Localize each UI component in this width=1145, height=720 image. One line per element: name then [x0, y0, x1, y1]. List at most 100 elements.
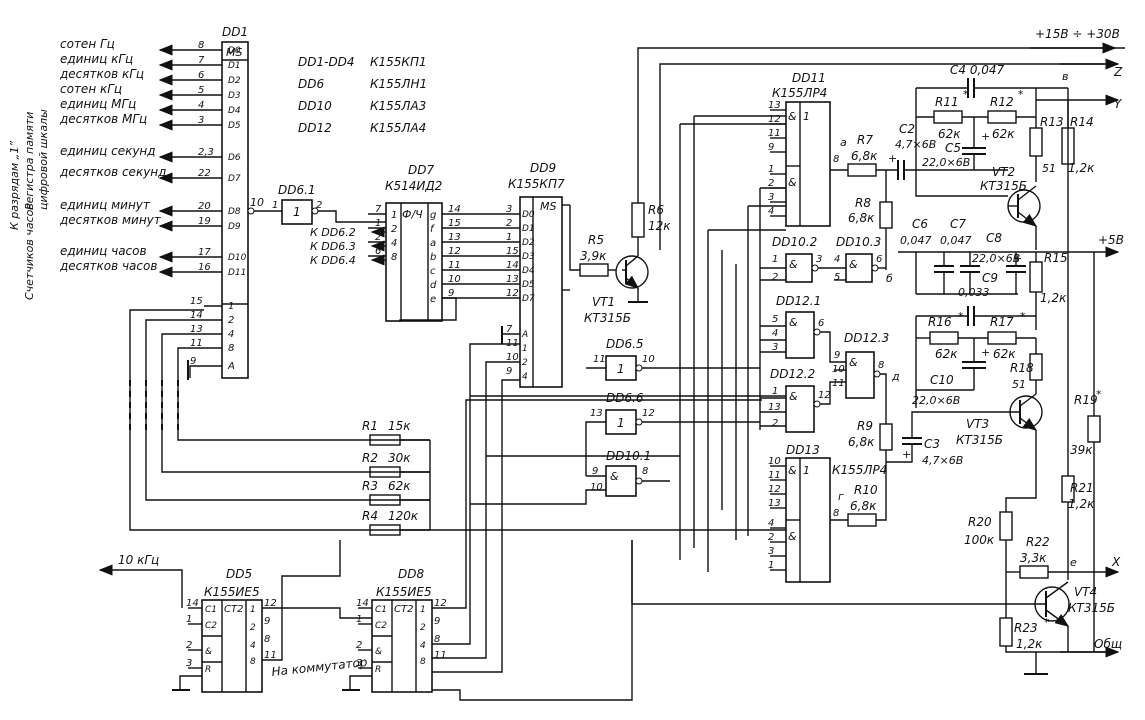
bus-wire — [399, 297, 457, 322]
dd10-3-gate: & DD10.3 4 5 6 б — [834, 235, 893, 285]
node-e: е — [1070, 556, 1077, 569]
dd1-output-pin: 4 — [198, 100, 204, 111]
dd8-right-pin: 8 — [434, 634, 440, 645]
dd9-part: К155КП7 — [508, 177, 565, 191]
resistor-label: R4 — [362, 509, 378, 523]
dd10-3-label: DD10.3 — [836, 235, 881, 249]
r22-value: 3,3к — [1020, 551, 1047, 565]
resistor-value: 15к — [388, 419, 411, 433]
dd7-out-label: b — [430, 252, 436, 263]
resistor-value: 120к — [388, 509, 419, 523]
dd10-1-pin-10: 10 — [590, 482, 603, 493]
dd12-2-gate: & DD12.2 1 13 2 12 — [768, 367, 846, 433]
dd8-left-pin: 1 — [356, 614, 362, 625]
dd1-out-pin: 10 — [250, 196, 264, 209]
legend-ref: DD10 — [298, 99, 332, 113]
c6-label: C6 — [912, 217, 928, 231]
node-b: б — [886, 272, 893, 285]
dd6-5-pin-in: 11 — [593, 354, 606, 365]
dd6-6-label: DD6.6 — [606, 391, 644, 405]
dd1-output-d: D11 — [228, 268, 246, 278]
dd6-5-label: DD6.5 — [606, 337, 644, 351]
dd9-in-pin: 3 — [506, 204, 512, 215]
dd9-ms: MS — [540, 200, 556, 213]
r11-resistor — [933, 110, 963, 124]
legend-part: К155ЛН1 — [370, 77, 427, 91]
y-output: Y — [1114, 97, 1123, 111]
dd13-in-pin: 2 — [768, 532, 774, 543]
dd13-part: К155ЛР4 — [832, 463, 887, 477]
dd8-left-label: & — [375, 647, 382, 657]
node-d: д — [891, 370, 900, 383]
dd12-3-pin-8: 8 — [878, 360, 884, 371]
vt2-transistor: VT2 КТ315Б — [980, 165, 1041, 250]
supply-15-30v: +15В ÷ +30В — [1035, 27, 1120, 41]
dd7-out-label: g — [430, 210, 436, 221]
node-v: в — [1062, 70, 1068, 83]
dd1-output-pin: 22 — [198, 168, 211, 179]
logic-bus-lines — [470, 115, 786, 572]
r8-value: 6,8к — [848, 211, 875, 225]
r14-label: R14 — [1070, 115, 1094, 129]
side-label-1: К разрядам „1” — [8, 141, 21, 230]
vt3-transistor: VT3 КТ315Б — [916, 393, 1043, 460]
dd7-in-label: 4 — [391, 238, 397, 249]
r9-resistor — [879, 423, 893, 451]
dd1-input-pin: 11 — [190, 338, 203, 349]
r16-value: 62к — [935, 347, 958, 361]
dd7-out-label: e — [430, 294, 436, 305]
dd9-in-pin: 13 — [506, 274, 519, 285]
dd10-2-pin-2: 2 — [772, 272, 778, 283]
dd6-6-pin-out: 12 — [642, 408, 655, 419]
r15-value: 1,2к — [1040, 291, 1067, 305]
c5-label: C5 — [945, 141, 961, 155]
svg-text:+: + — [1013, 252, 1022, 265]
dd6-1-pin-out: 2 — [316, 200, 322, 211]
x-output: X — [1111, 555, 1121, 569]
dd1-chip: DD1 MS 10 — [221, 25, 264, 379]
dd5-right-pin: 11 — [264, 650, 277, 661]
dd13-in-pin: 13 — [768, 498, 781, 509]
dd1-output-pin: 19 — [198, 216, 211, 227]
dd10-1-pin-8: 8 — [642, 466, 648, 477]
dd6-1-gate: 1 DD6.1 1 2 — [272, 183, 386, 225]
dd9-addr-label: A — [521, 330, 528, 340]
c6-value: 0,047 — [900, 234, 932, 247]
dd11-in-pin: 12 — [768, 114, 781, 125]
svg-text:1: 1 — [803, 464, 810, 477]
dd1-output-pin: 16 — [198, 262, 211, 273]
r20-resistor — [999, 511, 1013, 541]
c8-label: C8 — [986, 231, 1002, 245]
vt2-part: КТ315Б — [980, 179, 1027, 193]
dd13-in-pin: 1 — [768, 560, 774, 571]
dd5-left-label: R — [205, 665, 211, 675]
dd7-dd9-wires — [399, 213, 520, 322]
dd8-left-label: R — [375, 665, 381, 675]
dd5-ct: СТ2 — [224, 604, 243, 615]
r11-value: 62к — [938, 127, 961, 141]
r20-label: R20 — [968, 515, 992, 529]
dd7-in-pin: 2 — [375, 232, 381, 243]
dd11-chip: DD11 К155ЛР4 & 1 & — [772, 71, 831, 227]
dd9-addr-label: 4 — [522, 372, 528, 382]
r6-resistor — [631, 202, 645, 238]
r10-value: 6,8к — [850, 499, 877, 513]
dd11-out-pin: 8 — [833, 154, 839, 165]
legend-ref: DD12 — [298, 121, 332, 135]
dd1-output-label: сотен Гц — [60, 37, 115, 51]
dd10-1-pin-9: 9 — [592, 466, 598, 477]
dd7-out-label: d — [430, 280, 437, 291]
r13-value: 51 — [1042, 162, 1056, 175]
dd9-in-label: D2 — [522, 238, 535, 248]
r23-value: 1,2к — [1016, 637, 1043, 651]
dd8-right-label: 8 — [420, 657, 426, 667]
dd8-right-label: 4 — [420, 641, 426, 651]
legend-part: К155КП1 — [370, 55, 427, 69]
node-g: г — [838, 490, 844, 503]
dd6-1-pin-in: 1 — [272, 200, 278, 211]
dd11-in-pin: 11 — [768, 128, 781, 139]
dd1-output-d: D5 — [228, 121, 241, 131]
dd1-input-weight: A — [227, 361, 235, 372]
